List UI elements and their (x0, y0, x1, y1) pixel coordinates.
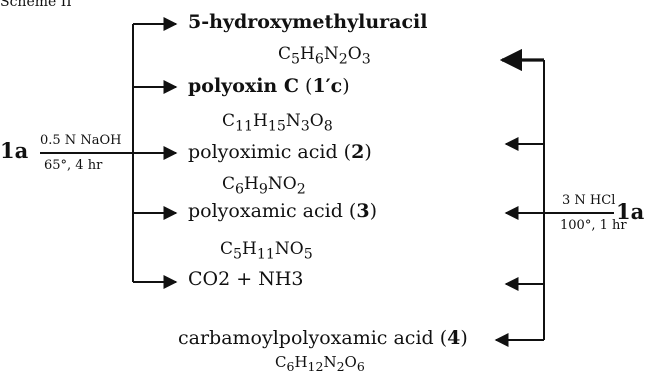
right-start-compound: 1a (616, 199, 645, 224)
product-5-name: CO2 + NH3 (188, 268, 304, 290)
product-4-formula: C5H11NO5 (220, 239, 313, 263)
product-1-formula: C5H6N2O3 (278, 44, 371, 68)
product-1-name: 5-hydroxymethyluracil (188, 11, 428, 33)
product-6-formula: C6H12N2O6 (275, 353, 365, 374)
product-2-name: polyoxin C (188, 75, 299, 97)
left-start-compound: 1a (0, 138, 29, 163)
right-reagent: 3 N HCl (562, 193, 616, 208)
product-4-label: 3 (356, 200, 370, 222)
product-3-formula: C6H9NO2 (222, 174, 306, 198)
product-4: polyoxamic acid (3) (188, 200, 377, 222)
product-6-name: carbamoylpolyoxamic acid (178, 327, 434, 349)
product-3: polyoximic acid (2) (188, 141, 372, 163)
product-3-label: 2 (351, 141, 365, 163)
right-conditions: 100°, 1 hr (560, 218, 627, 233)
product-6: carbamoylpolyoxamic acid (4) (178, 327, 468, 349)
scheme-label: Scheme II (0, 0, 72, 10)
product-2-formula: C11H15N3O8 (222, 111, 333, 135)
left-reagent: 0.5 N NaOH (40, 133, 122, 148)
product-6-label: 4 (447, 327, 461, 349)
product-2-label: 1′c (312, 75, 343, 97)
scheme-arrows (40, 17, 614, 347)
product-2: polyoxin C (1′c) (188, 75, 350, 97)
product-3-name: polyoximic acid (188, 141, 338, 163)
left-conditions: 65°, 4 hr (44, 158, 103, 173)
product-4-name: polyoxamic acid (188, 200, 343, 222)
